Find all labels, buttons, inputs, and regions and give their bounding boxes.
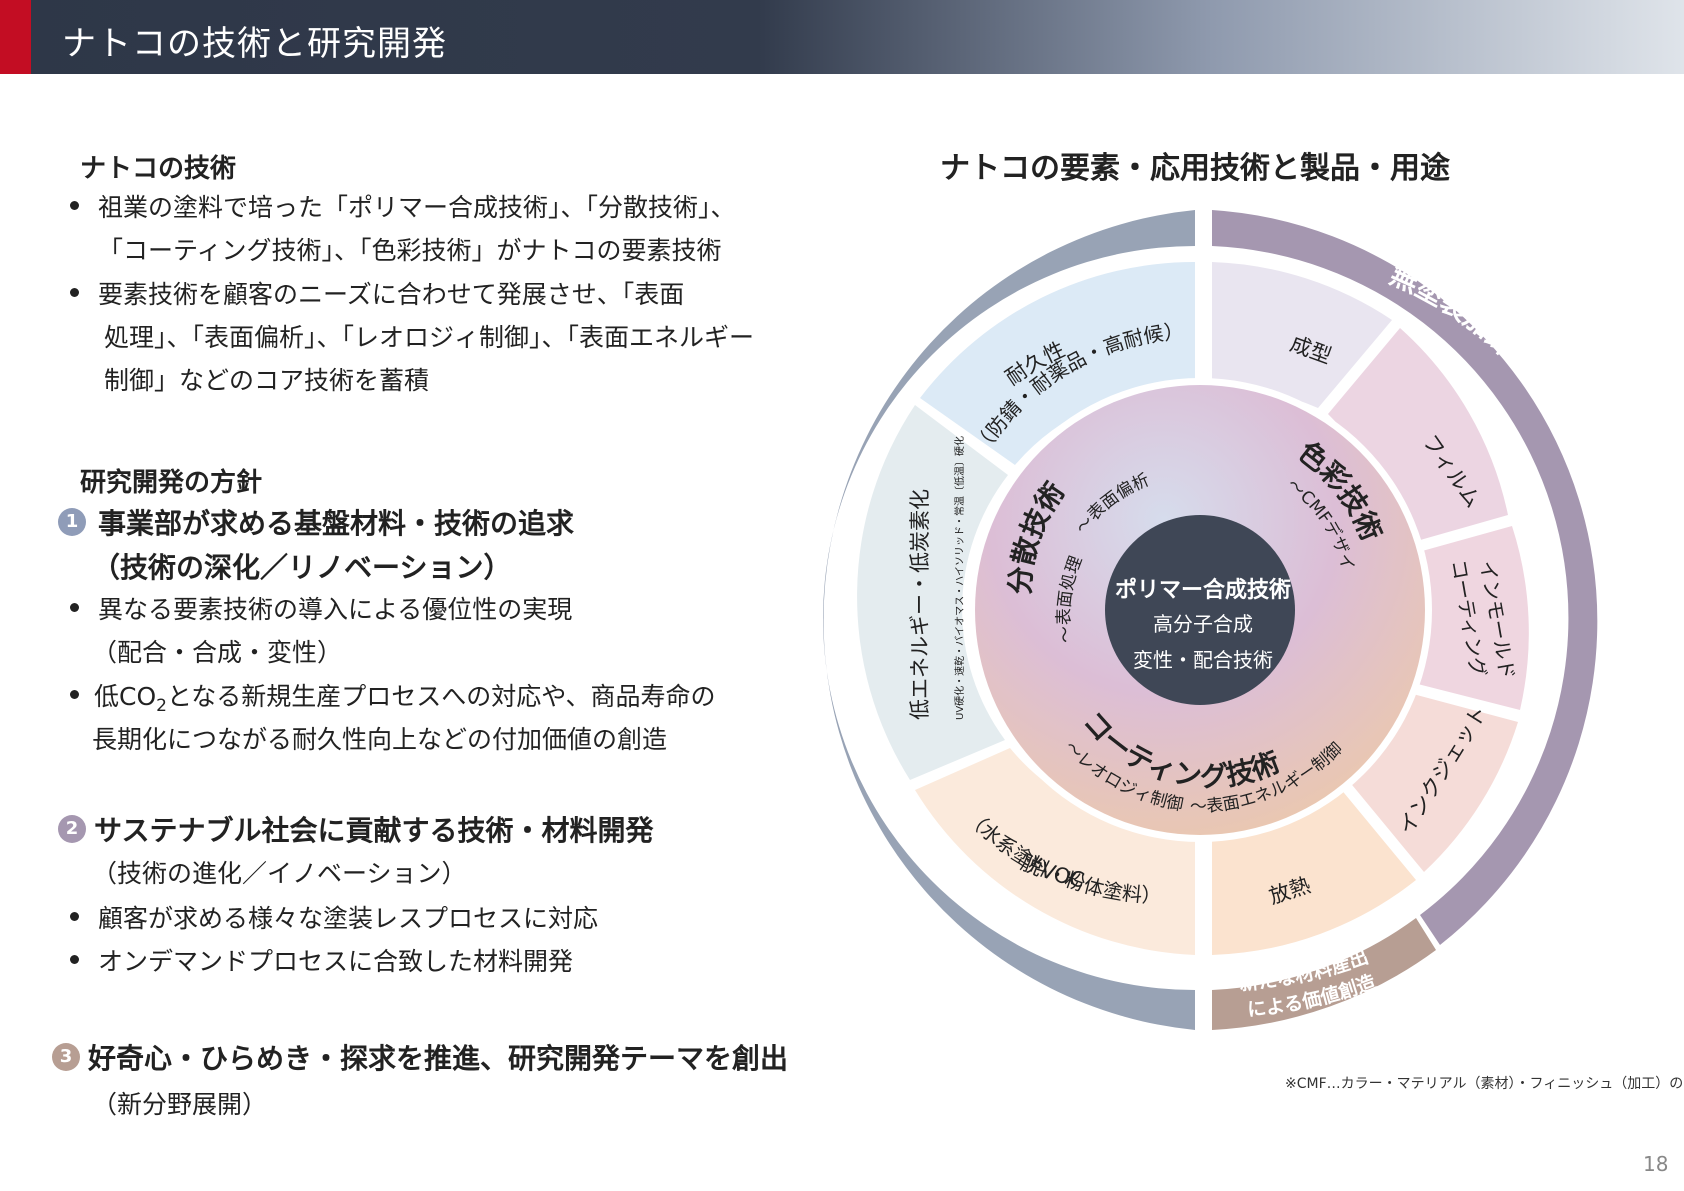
policy-2-badge: 2: [58, 815, 86, 843]
core-line-2: 変性・配合技術: [1133, 648, 1273, 672]
policy-2-bullet-1: 顧客が求める様々な塗装レスプロセスに対応: [98, 904, 599, 933]
segment-inmold: [1397, 526, 1529, 710]
cmf-footnote: ※CMF…カラー・マテリアル（素材）・フィニッシュ（加工）の略: [1285, 1076, 1684, 1092]
policy-3-subtitle: （新分野展開）: [92, 1090, 268, 1119]
policy-1-title: 事業部が求める基盤材料・技術の追求: [98, 507, 575, 540]
label-outer-left: 塗料の深化と進化: [0, 0, 848, 758]
segment-low-energy: [857, 405, 1008, 780]
bullet-dot: [70, 690, 79, 699]
core-circle: [1105, 515, 1295, 705]
co2-text: 低CO: [94, 682, 157, 711]
core-line-1: 高分子合成: [1153, 612, 1253, 636]
policy-1-subtitle: （技術の深化／リノベーション）: [92, 551, 512, 584]
tech-bullet-2-line-1: 要素技術を顧客のニーズに合わせて発展させ、「表面: [98, 280, 685, 309]
policy-2-subtitle: （技術の進化／イノベーション）: [92, 859, 467, 888]
bullet-dot: [70, 288, 79, 297]
page-number: 18: [1643, 1152, 1669, 1176]
segment-film: [1328, 328, 1508, 548]
new-value-band: [1212, 918, 1436, 1030]
bullet-dot: [70, 955, 79, 964]
header-accent: [0, 0, 31, 74]
bullet-dot: [70, 912, 79, 921]
policy-2-title: サステナブル社会に貢献する技術・材料開発: [94, 814, 654, 847]
segment-molding: [1212, 262, 1392, 408]
segment-voc: [915, 748, 1195, 955]
header-bar: ナトコの技術と研究開発: [0, 0, 1684, 74]
outer-band-right: [1212, 210, 1598, 945]
tech-heading: ナトコの技術: [80, 154, 237, 184]
tech-bullet-1-line-1: 祖業の塗料で培った「ポリマー合成技術」、「分散技術」、: [98, 193, 736, 222]
label-lowenergy-2: UV硬化・速乾・バイオマス・ハイソリッド・常温〔低温〕硬化: [953, 436, 966, 720]
lowenergy-group: 低エネルギー・低炭素化 UV硬化・速乾・バイオマス・ハイソリッド・常温〔低温〕硬…: [908, 436, 966, 720]
diagram-title: ナトコの要素・応用技術と製品・用途: [940, 151, 1450, 186]
co2-subscript: 2: [156, 696, 167, 716]
bullet-dot: [70, 201, 79, 210]
policy-2-bullet-2: オンデマンドプロセスに合致した材料開発: [98, 947, 574, 976]
policy-1-bullet-1: 異なる要素技術の導入による優位性の実現: [98, 595, 573, 624]
policy-1-bullet-1-sub: （配合・合成・変性）: [92, 638, 343, 667]
label-lowenergy-1: 低エネルギー・低炭素化: [908, 489, 932, 720]
segment-durability: [920, 261, 1195, 465]
policy-1-bullet-2-rest: となる新規生産プロセスへの対応や、商品寿命の: [166, 682, 716, 711]
policy-1-bullet-2-line-1: 低CO2となる新規生産プロセスへの対応や、商品寿命の: [94, 677, 715, 716]
policy-3-title: 好奇心・ひらめき・探求を推進、研究開発テーマを創出: [88, 1042, 789, 1075]
tech-bullet-2-line-2: 処理」、「表面偏析」、「レオロジィ制御」、「表面エネルギー: [104, 323, 755, 352]
tech-bullet-1-line-2: 「コーティング技術」、「色彩技術」がナトコの要素技術: [98, 236, 722, 265]
page-title: ナトコの技術と研究開発: [62, 24, 447, 64]
core-title: ポリマー合成技術: [1115, 577, 1291, 603]
tech-bullet-2-line-3: 制御」などのコア技術を蓄積: [104, 366, 430, 395]
rd-heading: 研究開発の方針: [80, 468, 263, 498]
policy-1-bullet-2-line-2: 長期化につながる耐久性向上などの付加価値の創造: [92, 725, 668, 754]
policy-1-badge: 1: [58, 508, 86, 536]
bullet-dot: [70, 603, 79, 612]
policy-3-badge: 3: [52, 1043, 80, 1071]
